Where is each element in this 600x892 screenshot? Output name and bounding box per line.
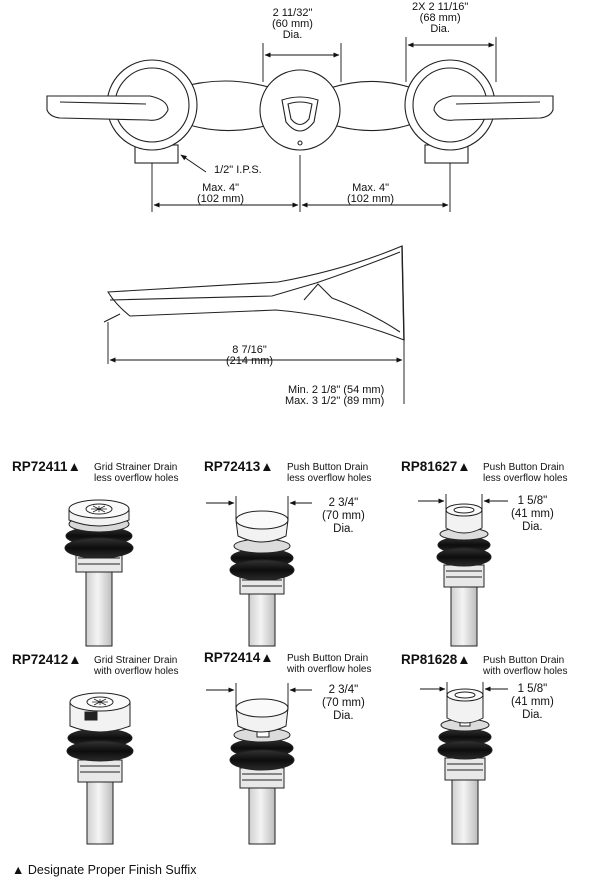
handle-diameter-label: 2X 2 11/16" (68 mm) Dia. <box>412 1 469 35</box>
drain-code-1: RP72411▲ <box>12 459 81 474</box>
drain-code-3: RP81627▲ <box>401 459 471 474</box>
drain-illustration-3 <box>436 503 492 647</box>
drain-illustration-6 <box>437 688 493 845</box>
ips-label: 1/2" I.P.S. <box>214 164 262 176</box>
triangle-glyph: ▲ <box>12 863 25 877</box>
right-spacing-label: Max. 4" (102 mm) <box>347 182 395 205</box>
left-lever <box>46 95 169 121</box>
drain-code-6: RP81628▲ <box>401 652 471 667</box>
drain-illustration-2 <box>229 510 295 647</box>
spout-length-label: 8 7/16" (214 mm) <box>226 344 274 367</box>
drain-dim-2: 2 3/4"(70 mm)Dia. <box>322 497 365 535</box>
drain-dim-3: 1 5/8"(41 mm)Dia. <box>511 495 554 533</box>
finish-suffix-note: ▲ Designate Proper Finish Suffix <box>12 863 197 877</box>
left-spacing-label: Max. 4" (102 mm) <box>197 182 245 205</box>
drain-illustration-1 <box>64 499 134 647</box>
faucet-top-view <box>46 59 554 164</box>
drain-dim-6: 1 5/8"(41 mm)Dia. <box>511 683 554 721</box>
drain-illustration-5 <box>229 698 295 845</box>
drain-code-2: RP72413▲ <box>204 459 274 474</box>
drain-code-4: RP72412▲ <box>12 652 82 667</box>
drain-dim-5: 2 3/4"(70 mm)Dia. <box>322 684 365 722</box>
drain-dimension-lines <box>206 494 508 708</box>
spout-side-view <box>103 245 405 341</box>
spout-dimension-lines <box>107 322 405 404</box>
spout-reach-label: Min. 2 1/8" (54 mm) Max. 3 1/2" (89 mm) <box>285 384 385 407</box>
drain-illustration-4 <box>66 692 134 845</box>
spout-body <box>107 245 405 341</box>
top-dimension-lines <box>151 37 497 212</box>
center-diameter-label: 2 11/32" (60 mm) Dia. <box>272 7 313 41</box>
right-lever <box>433 95 554 121</box>
drain-code-5: RP72414▲ <box>204 650 274 665</box>
